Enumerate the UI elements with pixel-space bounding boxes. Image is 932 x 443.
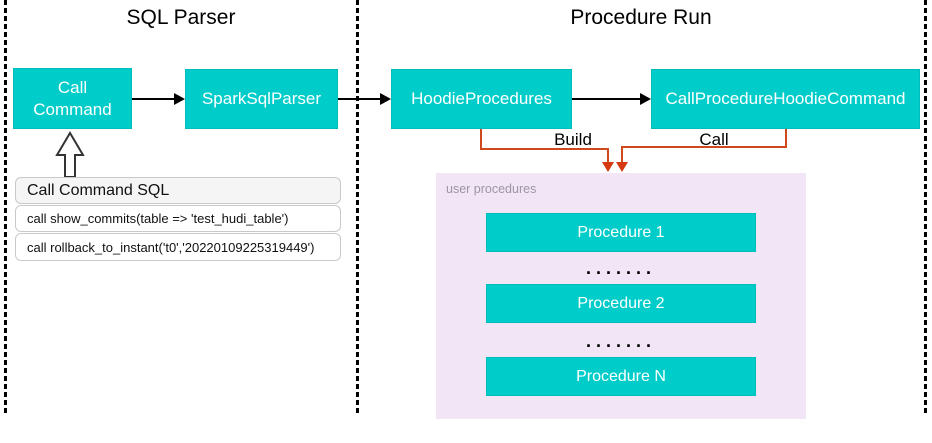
call-connector-segment xyxy=(621,146,623,164)
arrow-callcommand-to-parser-line xyxy=(132,98,175,100)
user-procedures-panel: user procedures Procedure 1 ....... Proc… xyxy=(436,173,806,419)
left-dashed-border xyxy=(4,0,7,413)
arrow-hoodie-to-callprocedure-line xyxy=(572,98,641,100)
build-connector-segment xyxy=(480,129,482,150)
middle-dashed-border xyxy=(356,0,359,413)
build-connector-segment xyxy=(607,148,609,164)
ellipsis-dots: ....... xyxy=(585,258,656,278)
call-procedure-hoodie-command-node: CallProcedureHoodieCommand xyxy=(651,69,920,129)
sql-panel-row: call show_commits(table => 'test_hudi_ta… xyxy=(15,205,341,232)
hollow-up-arrow-icon xyxy=(55,131,85,178)
user-procedures-label: user procedures xyxy=(446,182,537,196)
call-connector-segment xyxy=(785,129,787,148)
arrow-parser-to-hoodie-head-icon xyxy=(380,93,391,105)
call-command-node: Call Command xyxy=(13,68,132,129)
build-arrow-head-icon xyxy=(602,162,614,172)
spark-sql-parser-node: SparkSqlParser xyxy=(185,69,338,129)
sql-parser-section-title: SQL Parser xyxy=(126,6,236,29)
procedure-run-section-title: Procedure Run xyxy=(570,6,712,29)
ellipsis-dots: ....... xyxy=(585,331,656,351)
arrow-callcommand-to-parser-head-icon xyxy=(174,93,185,105)
build-connector-segment xyxy=(480,148,609,150)
arrow-parser-to-hoodie-line xyxy=(338,98,381,100)
procedure-1-node: Procedure 1 xyxy=(486,213,756,252)
sql-panel-row: call rollback_to_instant('t0','202201092… xyxy=(15,233,341,261)
call-label: Call xyxy=(699,130,729,149)
call-arrow-head-icon xyxy=(616,162,628,172)
procedure-n-node: Procedure N xyxy=(486,357,756,396)
hoodie-procedures-node: HoodieProcedures xyxy=(391,69,572,129)
call-connector-segment xyxy=(623,146,787,148)
sql-panel-header: Call Command SQL xyxy=(15,177,341,204)
procedure-2-node: Procedure 2 xyxy=(486,284,756,323)
build-label: Build xyxy=(554,130,592,149)
right-dashed-border xyxy=(924,0,927,413)
arrow-hoodie-to-callprocedure-head-icon xyxy=(640,93,651,105)
